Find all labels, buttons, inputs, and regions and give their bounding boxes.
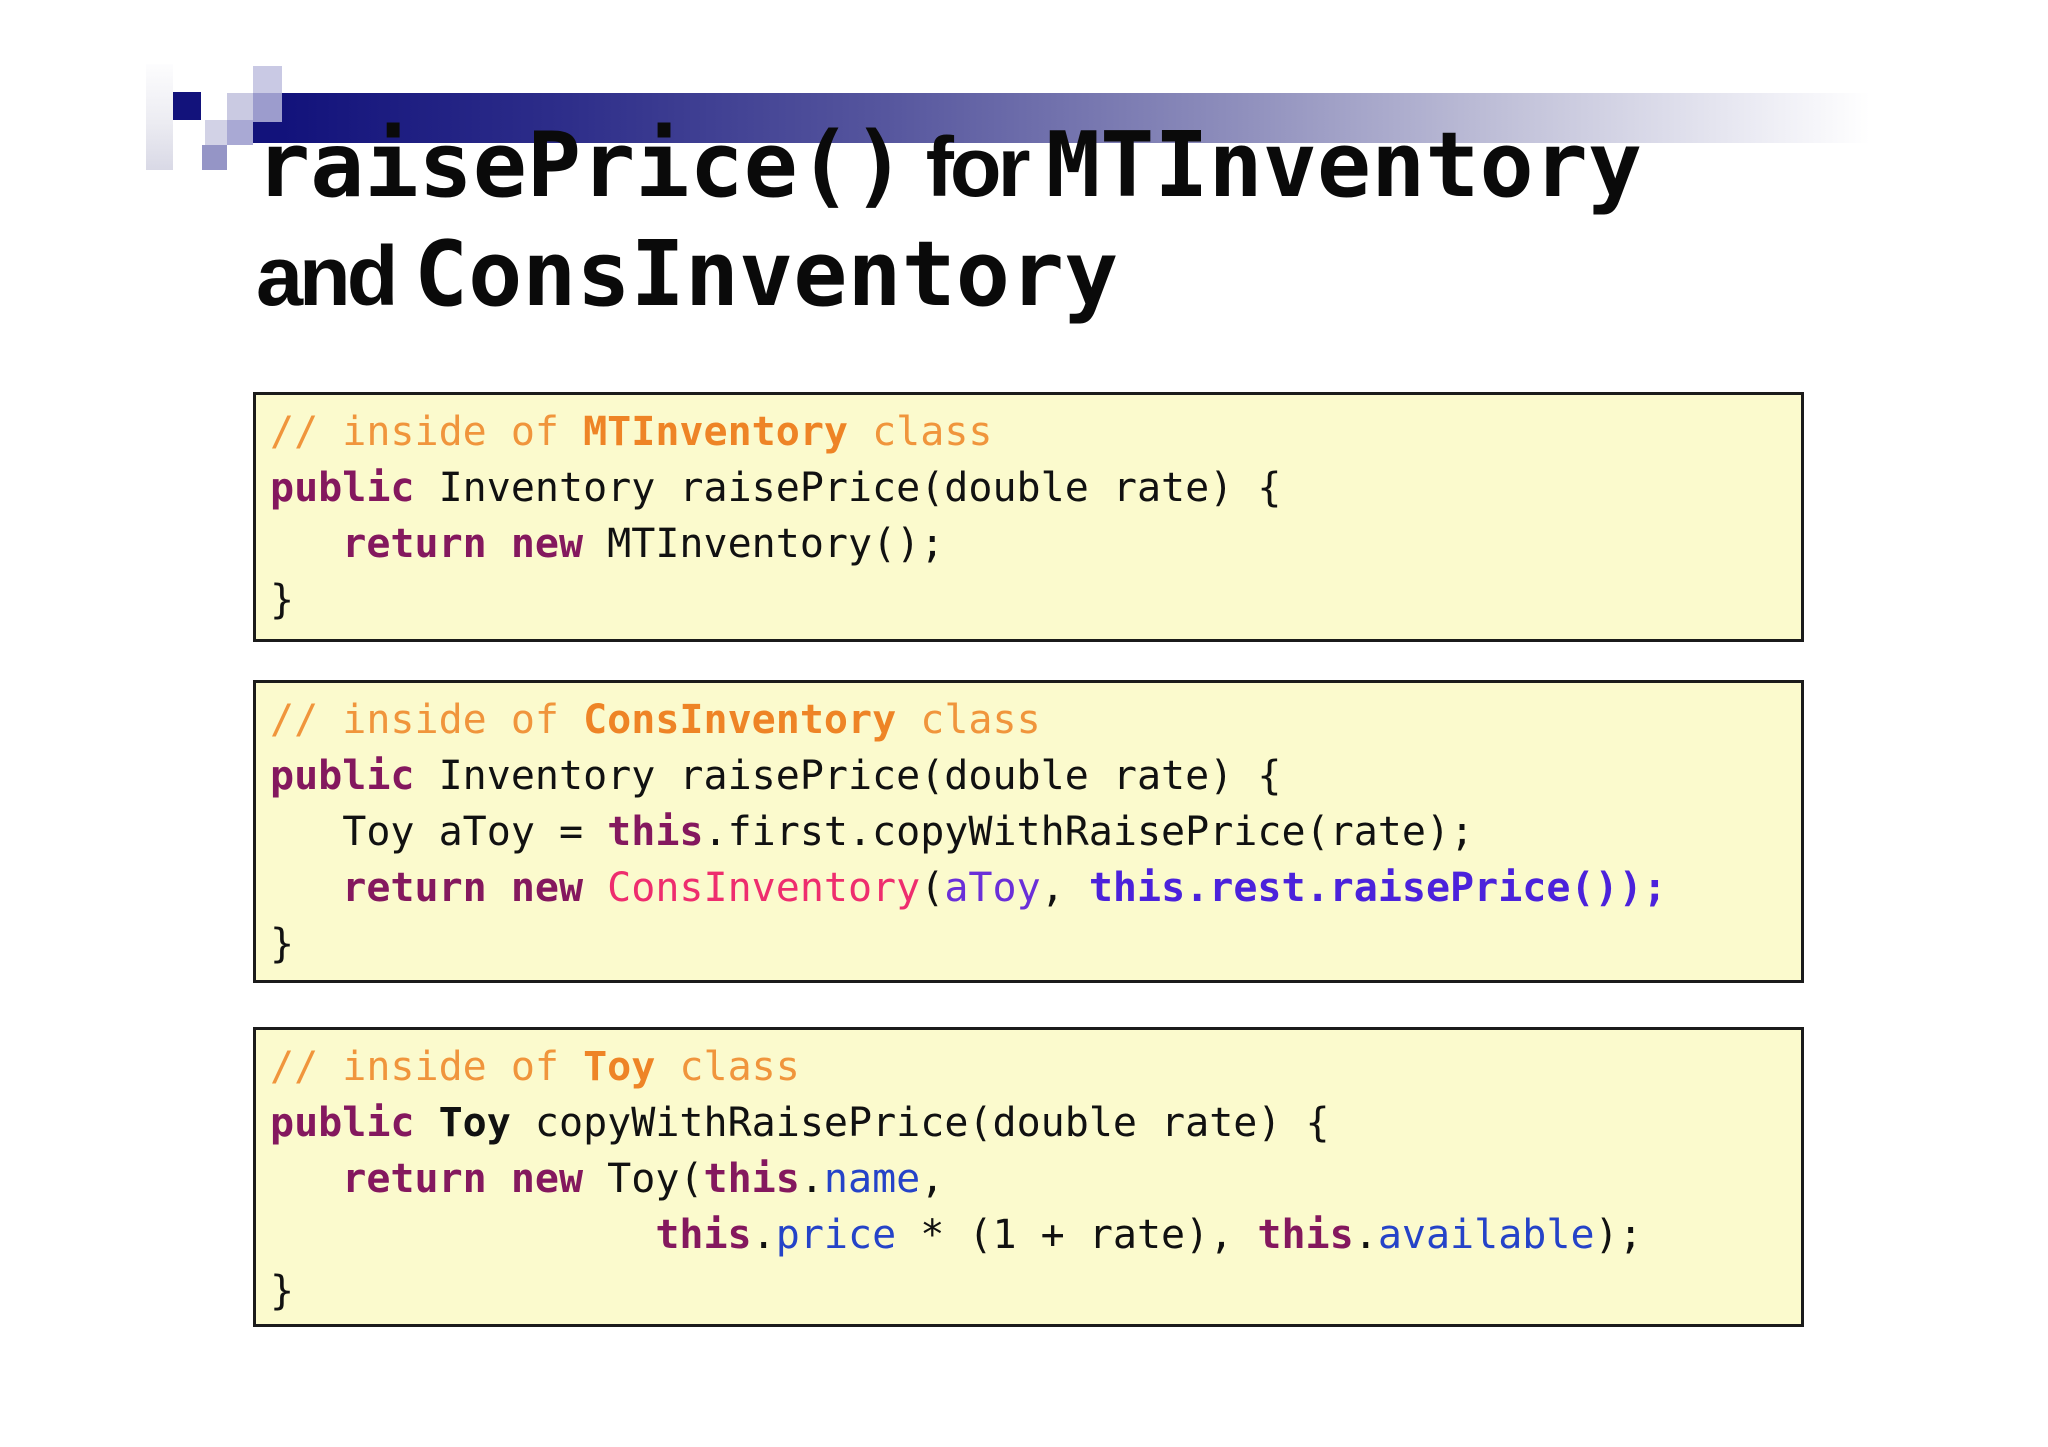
text-segment: ); xyxy=(1594,1212,1643,1258)
text-segment: public xyxy=(270,753,415,799)
text-segment: Inventory raisePrice(double rate) { xyxy=(414,465,1282,511)
text-segment: Toy xyxy=(583,1044,656,1090)
text-segment: .first.copyWithRaisePrice(rate); xyxy=(703,809,1475,855)
text-segment: Toy xyxy=(438,1100,511,1146)
code-line: return new MTInventory(); xyxy=(270,516,1801,572)
text-segment: this xyxy=(1257,1212,1354,1258)
text-segment: ( xyxy=(920,865,945,911)
text-segment: this xyxy=(655,1212,752,1258)
code-line: } xyxy=(270,1263,1801,1319)
text-segment: this xyxy=(703,1156,800,1202)
code-line: // inside of ConsInventory class xyxy=(270,692,1801,748)
text-segment: class xyxy=(655,1044,800,1090)
text-segment: MTInventory xyxy=(1046,113,1643,218)
text-segment: price xyxy=(775,1212,897,1258)
code-line: Toy aToy = this.first.copyWithRaisePrice… xyxy=(270,804,1801,860)
code-line: return new Toy(this.name, xyxy=(270,1151,1801,1207)
code-line: public Toy copyWithRaisePrice(double rat… xyxy=(270,1095,1801,1151)
decor-square xyxy=(227,120,253,145)
text-segment: this.rest.raisePrice()); xyxy=(1088,865,1667,911)
code-line: } xyxy=(270,916,1801,972)
text-segment: available xyxy=(1377,1212,1595,1258)
text-segment: . xyxy=(799,1156,824,1202)
text-segment xyxy=(415,1100,439,1146)
page-title-line: and ConsInventory xyxy=(256,221,1896,330)
text-segment xyxy=(270,1212,655,1258)
text-segment: . xyxy=(1353,1212,1378,1258)
decor-light-bar xyxy=(146,64,173,170)
text-segment: class xyxy=(847,409,993,455)
text-segment: raisePrice() xyxy=(256,113,907,218)
code-line: return new ConsInventory(aToy, this.rest… xyxy=(270,860,1801,916)
text-segment: // inside of xyxy=(270,1044,584,1090)
code-line: } xyxy=(270,572,1801,628)
code-line: // inside of Toy class xyxy=(270,1039,1801,1095)
text-segment: , xyxy=(920,1156,945,1202)
decor-square xyxy=(253,66,282,93)
decor-square xyxy=(202,145,227,170)
text-segment: public xyxy=(270,465,415,511)
decor-square xyxy=(205,120,227,145)
code-line: public Inventory raisePrice(double rate)… xyxy=(270,460,1801,516)
code-line: this.price * (1 + rate), this.available)… xyxy=(270,1207,1801,1263)
code-line: public Inventory raisePrice(double rate)… xyxy=(270,748,1801,804)
text-segment: , xyxy=(1040,865,1089,911)
decor-square xyxy=(253,93,282,122)
text-segment: } xyxy=(270,921,295,967)
decor-navy-square xyxy=(253,122,282,143)
text-segment: } xyxy=(270,1268,295,1314)
text-segment: MTInventory(); xyxy=(583,521,945,567)
text-segment: return new xyxy=(342,1156,584,1202)
text-segment: copyWithRaisePrice(double rate) { xyxy=(510,1100,1330,1146)
text-segment: and xyxy=(256,228,414,323)
text-segment: return new xyxy=(342,521,584,567)
text-segment: } xyxy=(270,577,295,623)
text-segment: Inventory raisePrice(double rate) { xyxy=(414,753,1282,799)
text-segment: Toy( xyxy=(583,1156,704,1202)
text-segment: // inside of xyxy=(270,697,584,743)
text-segment: . xyxy=(751,1212,776,1258)
decor-square xyxy=(227,93,253,122)
text-segment: return new xyxy=(342,865,608,911)
text-segment: this xyxy=(607,809,704,855)
text-segment xyxy=(270,865,342,911)
text-segment: Toy aToy = xyxy=(270,809,608,855)
text-segment: * (1 + rate), xyxy=(896,1212,1258,1258)
text-segment: class xyxy=(896,697,1041,743)
code-line: // inside of MTInventory class xyxy=(270,404,1801,460)
text-segment: aToy xyxy=(944,865,1041,911)
decor-navy-square xyxy=(173,92,201,120)
page-title-line: raisePrice() for MTInventory xyxy=(256,112,1896,221)
page-title: raisePrice() for MTInventory and ConsInv… xyxy=(256,112,1896,330)
text-segment: MTInventory xyxy=(583,409,848,455)
text-segment: public xyxy=(270,1100,415,1146)
text-segment: ConsInventory xyxy=(583,697,897,743)
text-segment: // inside of xyxy=(270,409,584,455)
header-gradient-bar xyxy=(282,93,1870,143)
text-segment xyxy=(270,521,342,567)
text-segment: for xyxy=(906,119,1046,214)
text-segment: ConsInventory xyxy=(413,222,1119,327)
text-segment: ConsInventory xyxy=(607,865,921,911)
text-segment: name xyxy=(823,1156,921,1202)
text-segment xyxy=(270,1156,342,1202)
